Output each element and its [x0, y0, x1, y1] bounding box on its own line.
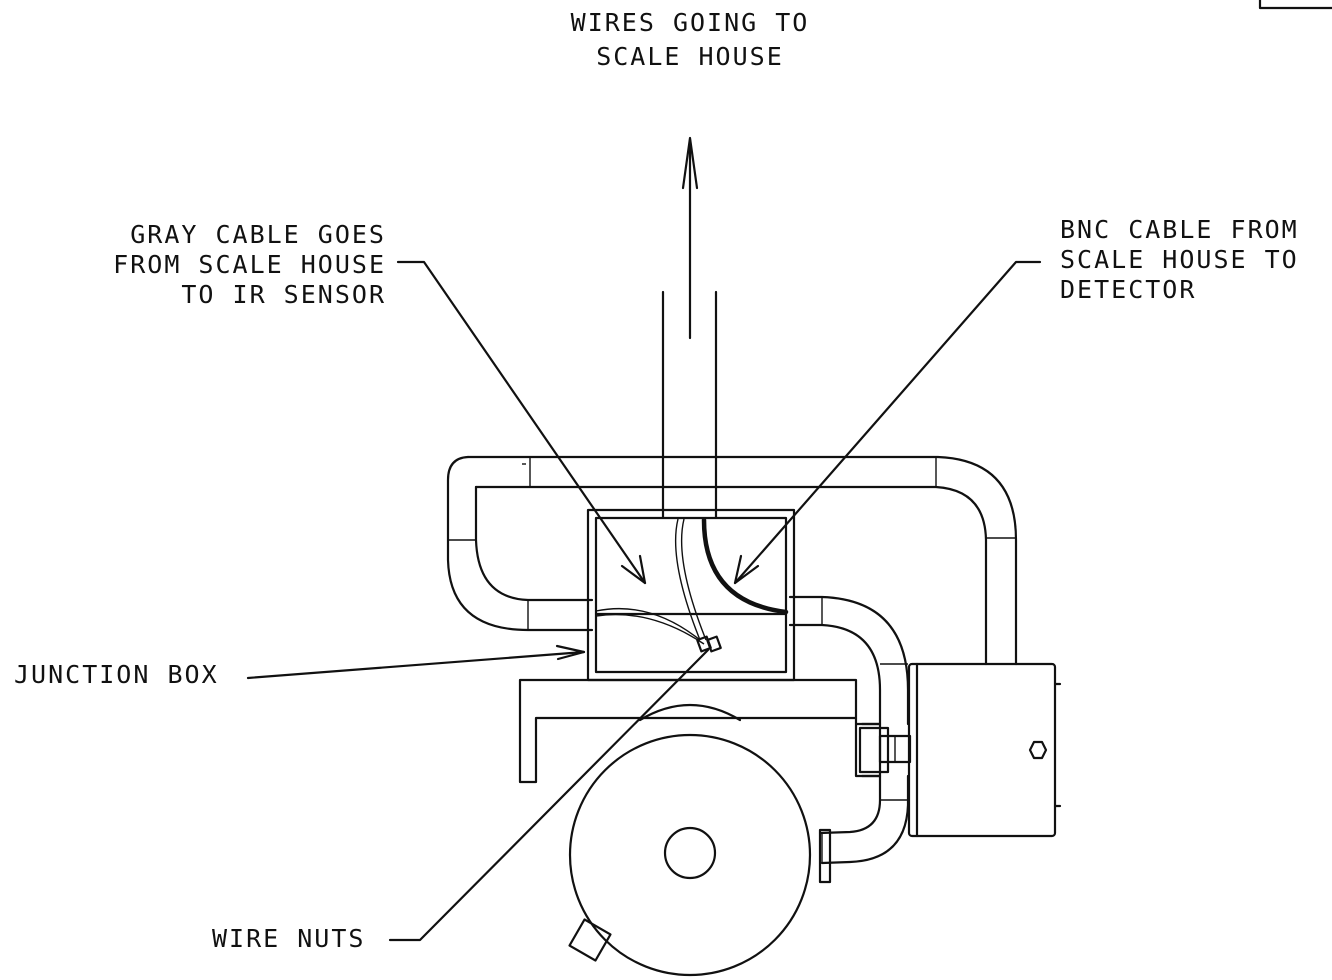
vertical-conduit	[661, 290, 718, 519]
gray-cable-label-line2: FROM SCALE HOUSE	[113, 250, 386, 279]
bnc-cable-label-line3: DETECTOR	[1060, 275, 1197, 304]
gray-cable-label-line3: TO IR SENSOR	[181, 280, 386, 309]
leader-wire-nuts	[388, 648, 710, 942]
mounting-bracket	[518, 678, 912, 784]
top-label-line1: WIRES GOING TO	[570, 8, 810, 37]
gray-cable-label-line1: GRAY CABLE GOES	[130, 220, 386, 249]
top-label-line2: SCALE HOUSE	[596, 42, 784, 71]
up-arrow	[681, 136, 699, 340]
bnc-cable-label-line1: BNC CABLE FROM	[1060, 215, 1299, 244]
leader-gray-cable	[396, 260, 647, 585]
right-conduit	[788, 595, 910, 865]
upper-conduit	[446, 455, 1018, 666]
leader-bnc-cable	[733, 260, 1042, 585]
wire-nuts-label: WIRE NUTS	[212, 924, 366, 953]
leader-junction-box	[246, 644, 586, 680]
title-block-fragment	[1258, 0, 1332, 10]
detector-enclosure	[907, 662, 1062, 838]
junction-box	[586, 508, 796, 682]
bnc-cable-label-line2: SCALE HOUSE TO	[1060, 245, 1299, 274]
junction-box-label: JUNCTION BOX	[14, 660, 219, 689]
sensor-housing	[568, 704, 832, 977]
